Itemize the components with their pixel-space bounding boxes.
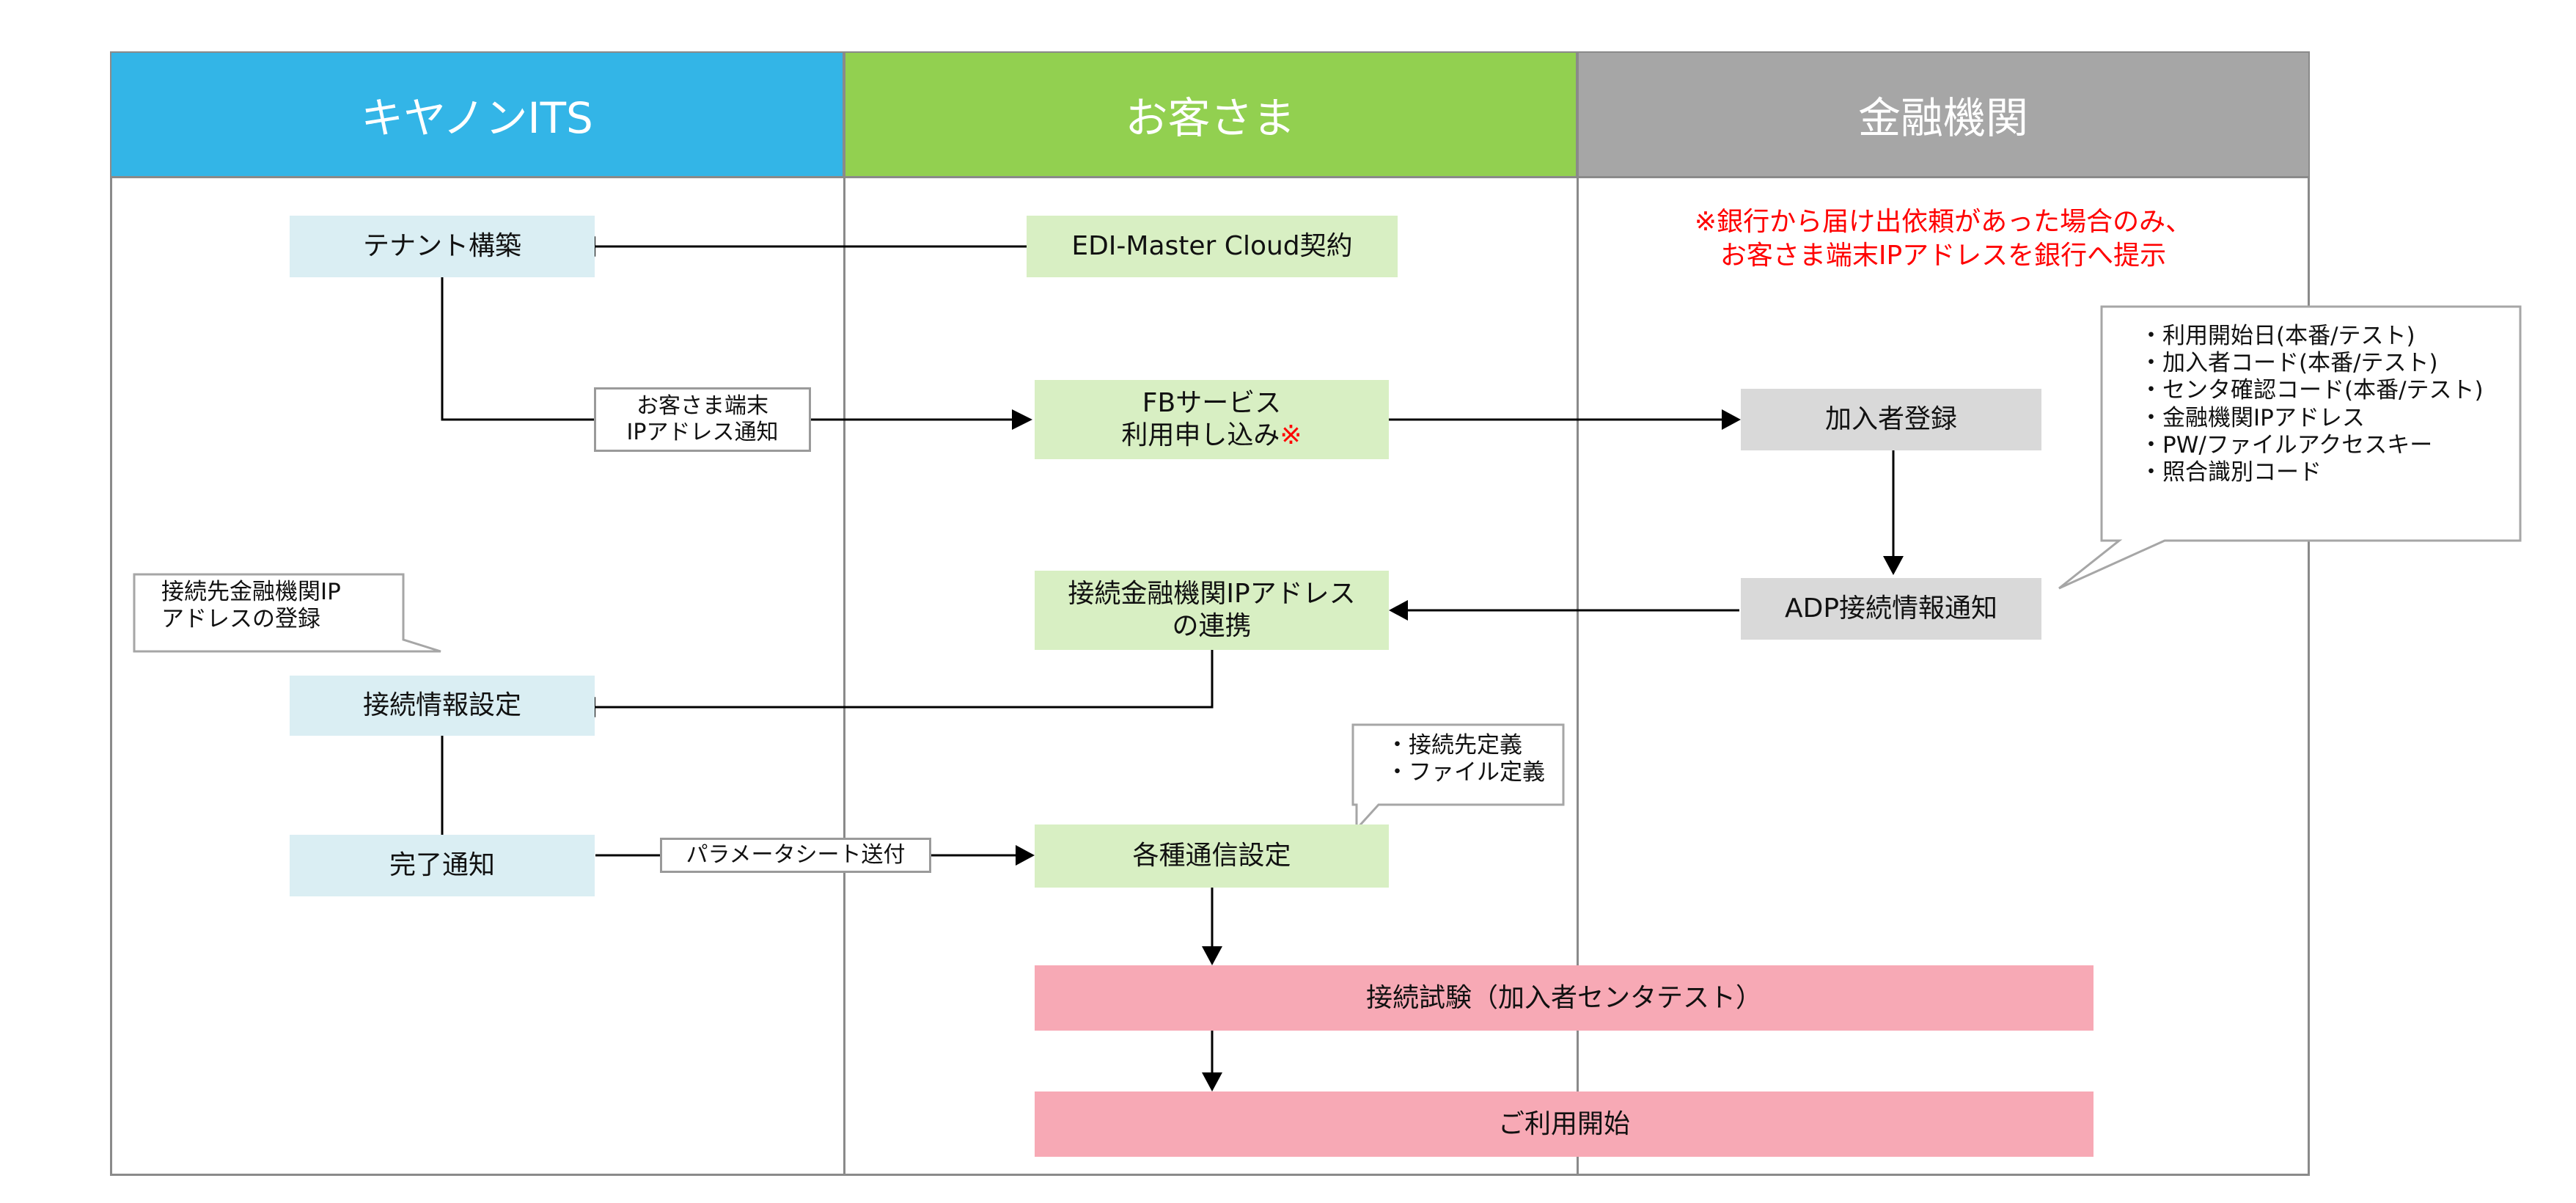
lane-title-customer: お客さま [1125, 93, 1296, 143]
step-contract-label: EDI-Master Cloud契約 [1071, 231, 1353, 262]
callout-bank-ip-shape [133, 573, 441, 653]
edge-label-param-sheet-text: パラメータシート送付 [686, 842, 906, 868]
edge-label-ip-notify-line2: IPアドレス通知 [626, 420, 779, 445]
step-fb-line1: FBサービス [1142, 388, 1282, 419]
step-conn-setting: 接続情報設定 [290, 676, 595, 736]
callout-bank-ip-line: 接続先金融機関IP [161, 579, 341, 605]
step-test: 接続試験（加入者センタテスト） [1035, 965, 2094, 1031]
step-fb-service: FBサービス 利用申し込み※ [1035, 380, 1389, 459]
callout-bank-info-item: ・利用開始日(本番/テスト) [2140, 323, 2415, 349]
step-tenant-label: テナント構築 [362, 231, 521, 262]
step-register: 加入者登録 [1741, 389, 2041, 450]
callout-bank-info-item: ・PW/ファイルアクセスキー [2140, 431, 2433, 458]
callout-bank-info-shape [2058, 305, 2522, 590]
note-line2: お客さま端末IPアドレスを銀行へ提示 [1720, 241, 2167, 271]
lane-title-canon-its: キヤノンITS [361, 93, 593, 143]
header-divider [111, 176, 2308, 178]
step-register-label: 加入者登録 [1824, 404, 1957, 435]
callout-bank-info: ・利用開始日(本番/テスト) ・加入者コード(本番/テスト) ・センタ確認コード… [2140, 323, 2514, 486]
callout-defs-line: ・ファイル定義 [1386, 759, 1545, 786]
edge-label-param-sheet: パラメータシート送付 [660, 838, 931, 873]
step-start: ご利用開始 [1035, 1092, 2094, 1157]
step-comm-label: 各種通信設定 [1132, 841, 1291, 871]
lane-header-customer: お客さま [845, 53, 1578, 176]
step-adp: ADP接続情報通知 [1741, 578, 2041, 640]
step-conn-setting-label: 接続情報設定 [362, 690, 521, 721]
callout-defs-shape [1351, 723, 1565, 832]
note-line1: ※銀行から届け出依頼があった場合のみ、 [1694, 207, 2192, 237]
step-fb-line2: 利用申し込み [1121, 420, 1280, 450]
callout-defs: ・接続先定義 ・ファイル定義 [1386, 732, 1555, 786]
edge-label-ip-notify-line1: お客さま端末 [636, 393, 768, 419]
lane-header-bank: 金融機関 [1578, 53, 2308, 176]
step-done: 完了通知 [290, 835, 595, 896]
edge-label-ip-notify: お客さま端末 IPアドレス通知 [594, 387, 811, 452]
step-fb-mark: ※ [1280, 420, 1302, 450]
step-tenant: テナント構築 [290, 216, 595, 277]
step-link-line1: 接続金融機関IPアドレス [1068, 579, 1356, 610]
lane-title-bank: 金融機関 [1857, 93, 2028, 143]
lane-header-canon-its: キヤノンITS [111, 53, 845, 176]
step-link: 接続金融機関IPアドレス の連携 [1035, 571, 1389, 650]
arrow-tenant-to-fb [441, 277, 1012, 421]
callout-bank-ip-line: アドレスの登録 [161, 606, 320, 633]
step-contract: EDI-Master Cloud契約 [1027, 216, 1398, 277]
step-comm: 各種通信設定 [1035, 824, 1389, 888]
callout-bank-info-item: ・センタ確認コード(本番/テスト) [2140, 377, 2484, 404]
callout-bank-info-item: ・加入者コード(本番/テスト) [2140, 350, 2438, 377]
lanes-frame [110, 51, 2310, 1176]
step-adp-label: ADP接続情報通知 [1784, 593, 1998, 624]
lane-divider [843, 53, 845, 1175]
step-fb-line2-wrap: 利用申し込み※ [1121, 420, 1302, 452]
note-bank-request: ※銀行から届け出依頼があった場合のみ、 お客さま端末IPアドレスを銀行へ提示 [1613, 205, 2273, 273]
step-link-line2: の連携 [1172, 611, 1252, 641]
callout-bank-info-item: ・金融機関IPアドレス [2140, 404, 2365, 431]
callout-bank-info-item: ・照合識別コード [2140, 458, 2322, 486]
lane-divider [1577, 53, 1579, 1175]
step-test-label: 接続試験（加入者センタテスト） [1365, 982, 1762, 1013]
callout-bank-ip: 接続先金融機関IP アドレスの登録 [161, 579, 396, 633]
step-done-label: 完了通知 [389, 850, 495, 881]
step-start-label: ご利用開始 [1497, 1108, 1630, 1139]
arrow-link-to-conn-setting [595, 650, 1214, 709]
callout-defs-line: ・接続先定義 [1386, 732, 1522, 758]
